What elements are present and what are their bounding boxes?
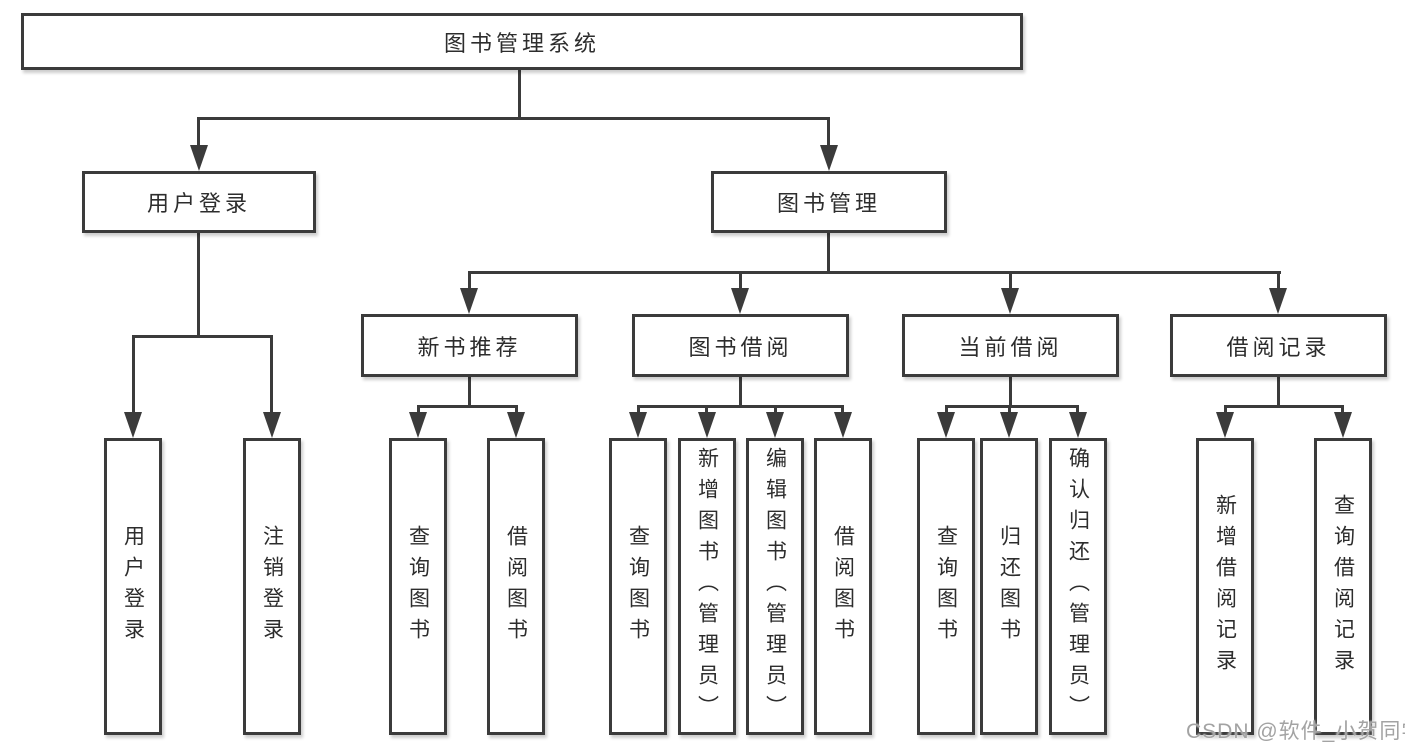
connector-current-drop-2 bbox=[1008, 405, 1011, 414]
connector-recommend-stem bbox=[468, 377, 471, 407]
leaf-logout: 注销登录 bbox=[243, 438, 301, 735]
connector-root-stem bbox=[518, 70, 521, 118]
node-book-management: 图书管理 bbox=[711, 171, 947, 233]
arrowhead-icon bbox=[263, 412, 281, 438]
connector-borrowing-drop-1 bbox=[637, 405, 640, 414]
arrowhead-icon bbox=[820, 145, 838, 171]
leaf-query-books-borrow: 查询图书 bbox=[609, 438, 667, 735]
connector-current-stem bbox=[1009, 377, 1012, 407]
connector-current-drop-1 bbox=[945, 405, 948, 414]
leaf-confirm-return-admin: 确认归还（管理员） bbox=[1049, 438, 1107, 735]
connector-borrowing-bus bbox=[637, 405, 844, 408]
node-user-login: 用户登录 bbox=[82, 171, 316, 233]
connector-book-mgmt-drop-3 bbox=[1009, 271, 1012, 291]
leaf-return-books: 归还图书 bbox=[980, 438, 1038, 735]
arrowhead-icon bbox=[1334, 412, 1352, 438]
connector-borrowing-drop-3 bbox=[774, 405, 777, 414]
leaf-edit-book-admin: 编辑图书（管理员） bbox=[746, 438, 804, 735]
leaf-add-book-admin: 新增图书（管理员） bbox=[678, 438, 736, 735]
connector-user-login-bus bbox=[132, 335, 273, 338]
connector-recommend-drop-2 bbox=[515, 405, 518, 414]
connector-user-login-drop-2 bbox=[270, 335, 273, 413]
leaf-user-login: 用户登录 bbox=[104, 438, 162, 735]
leaf-query-books-recommend: 查询图书 bbox=[389, 438, 447, 735]
node-book-borrowing: 图书借阅 bbox=[632, 314, 849, 377]
arrowhead-icon bbox=[1269, 288, 1287, 314]
arrowhead-icon bbox=[698, 412, 716, 438]
node-current-borrowing: 当前借阅 bbox=[902, 314, 1119, 377]
arrowhead-icon bbox=[1216, 412, 1234, 438]
connector-current-bus bbox=[945, 405, 1079, 408]
connector-records-bus bbox=[1224, 405, 1344, 408]
connector-records-drop-2 bbox=[1341, 405, 1344, 414]
arrowhead-icon bbox=[1001, 288, 1019, 314]
connector-borrowing-drop-2 bbox=[705, 405, 708, 414]
connector-recommend-bus bbox=[417, 405, 518, 408]
arrowhead-icon bbox=[731, 288, 749, 314]
arrowhead-icon bbox=[1000, 412, 1018, 438]
connector-current-drop-3 bbox=[1076, 405, 1079, 414]
connector-book-mgmt-drop-4 bbox=[1277, 271, 1280, 291]
connector-book-mgmt-stem bbox=[827, 233, 830, 273]
arrowhead-icon bbox=[507, 412, 525, 438]
connector-user-login-stem bbox=[197, 233, 200, 337]
node-new-book-recommendation: 新书推荐 bbox=[361, 314, 578, 377]
connector-root-left-drop bbox=[197, 117, 200, 149]
arrowhead-icon bbox=[766, 412, 784, 438]
connector-root-right-drop bbox=[827, 117, 830, 149]
connector-book-mgmt-drop-2 bbox=[739, 271, 742, 291]
connector-root-bus bbox=[197, 117, 830, 120]
connector-user-login-drop-1 bbox=[132, 335, 135, 413]
leaf-add-borrow-record: 新增借阅记录 bbox=[1196, 438, 1254, 735]
arrowhead-icon bbox=[460, 288, 478, 314]
connector-borrowing-stem bbox=[739, 377, 742, 407]
connector-borrowing-drop-4 bbox=[841, 405, 844, 414]
connector-book-mgmt-bus bbox=[468, 271, 1281, 274]
arrowhead-icon bbox=[629, 412, 647, 438]
arrowhead-icon bbox=[937, 412, 955, 438]
node-borrowing-records: 借阅记录 bbox=[1170, 314, 1387, 377]
arrowhead-icon bbox=[409, 412, 427, 438]
node-library-management-system: 图书管理系统 bbox=[21, 13, 1023, 70]
connector-recommend-drop-1 bbox=[417, 405, 420, 414]
leaf-borrow-books-recommend: 借阅图书 bbox=[487, 438, 545, 735]
leaf-query-books-current: 查询图书 bbox=[917, 438, 975, 735]
arrowhead-icon bbox=[834, 412, 852, 438]
arrowhead-icon bbox=[1069, 412, 1087, 438]
csdn-watermark: CSDN @软件_小贺同学 bbox=[1186, 720, 1405, 743]
connector-records-stem bbox=[1277, 377, 1280, 407]
arrowhead-icon bbox=[190, 145, 208, 171]
arrowhead-icon bbox=[124, 412, 142, 438]
connector-records-drop-1 bbox=[1224, 405, 1227, 414]
connector-book-mgmt-drop-1 bbox=[468, 271, 471, 291]
leaf-borrow-books-borrow: 借阅图书 bbox=[814, 438, 872, 735]
leaf-query-borrow-record: 查询借阅记录 bbox=[1314, 438, 1372, 735]
